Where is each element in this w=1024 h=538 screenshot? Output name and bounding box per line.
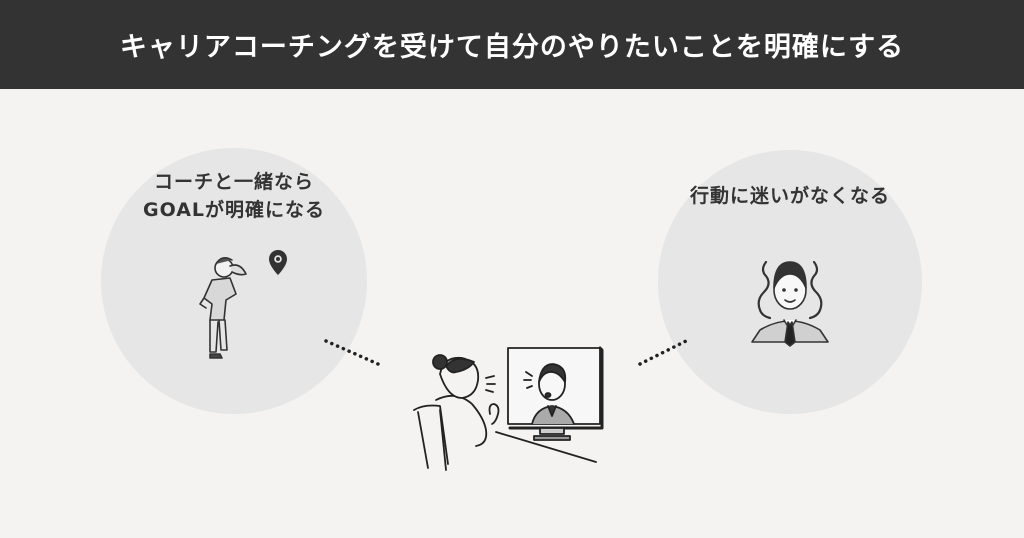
video-call-illustration xyxy=(413,346,604,471)
dotted-connector-right xyxy=(638,337,692,366)
benefit-caption-action: 行動に迷いがなくなる xyxy=(658,182,922,210)
businessman-icon xyxy=(751,260,829,347)
caption-line-1: 行動に迷いがなくなる xyxy=(689,185,890,207)
benefit-caption-goal: コーチと一緒なら GOALが明確になる xyxy=(101,168,367,224)
benefit-circle-goal xyxy=(101,148,367,414)
page-title: キャリアコーチングを受けて自分のやりたいことを明確にする xyxy=(119,32,905,63)
dotted-connector-left xyxy=(324,339,380,366)
person-looking-icon xyxy=(199,256,247,359)
header-banner: キャリアコーチングを受けて自分のやりたいことを明確にする xyxy=(0,0,1024,89)
caption-line-1: コーチと一緒なら xyxy=(153,171,314,193)
map-pin-icon xyxy=(269,250,287,275)
caption-line-2: GOALが明確になる xyxy=(142,199,326,221)
